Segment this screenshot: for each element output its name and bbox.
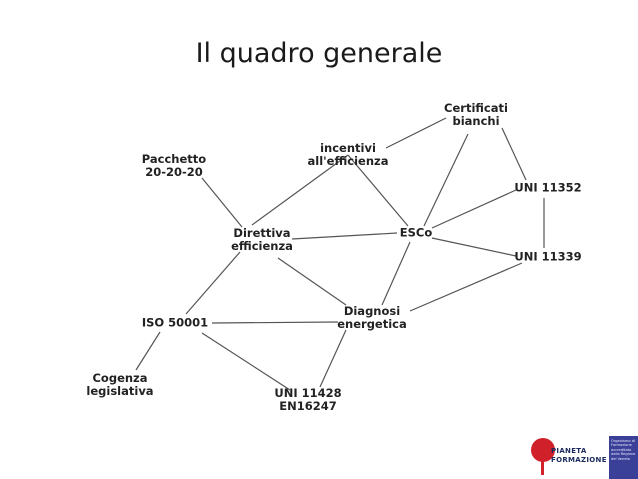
- logo-line2: FORMAZIONE: [551, 456, 607, 464]
- node-iso-50001: ISO 50001: [141, 315, 209, 330]
- logo-stem-icon: [541, 455, 544, 475]
- edge-esco-uni_11339: [431, 237, 517, 257]
- node-label-line: Cogenza: [92, 371, 148, 385]
- node-uni-11339: UNI 11339: [514, 249, 582, 264]
- node-label-line: bianchi: [452, 114, 500, 128]
- node-label-line: efficienza: [231, 239, 293, 253]
- edge-certificati_bianchi-esco: [423, 133, 469, 227]
- edge-direttiva-esco: [291, 232, 398, 240]
- node-label-line: legislativa: [86, 384, 154, 398]
- edge-direttiva-iso_50001: [185, 251, 241, 315]
- edge-iso_50001-cogenza: [135, 331, 161, 371]
- edge-uni_11339-diagnosi: [409, 262, 523, 312]
- logo-accreditation-box: Organismo di Formazione accreditato dall…: [609, 436, 638, 479]
- node-label-line: ISO 50001: [141, 315, 209, 330]
- page-title: Il quadro generale: [195, 38, 443, 69]
- edge-esco-uni_11352: [431, 189, 517, 229]
- logo-box-text: Organismo di Formazione accreditato dall…: [611, 439, 636, 461]
- node-label-line: ESCo: [399, 225, 433, 240]
- node-label-line: Direttiva: [233, 226, 291, 240]
- edge-certificati_bianchi-uni_11352: [501, 127, 527, 181]
- edge-incentivi-direttiva: [251, 154, 349, 226]
- node-uni-11352: UNI 11352: [514, 180, 582, 195]
- node-label-line: all'efficienza: [307, 154, 389, 168]
- edge-esco-diagnosi: [381, 241, 411, 306]
- node-label-line: UNI 11339: [514, 249, 582, 264]
- node-label-line: Diagnosi: [343, 304, 401, 318]
- node-label-line: EN16247: [279, 399, 337, 413]
- edge-pacchetto-direttiva: [201, 177, 243, 228]
- node-label-line: incentivi: [320, 141, 376, 155]
- node-label-line: energetica: [337, 317, 407, 331]
- edge-iso_50001-uni_11428: [201, 332, 291, 391]
- edge-incentivi-esco: [347, 154, 409, 227]
- logo-line1: PIANETA: [551, 447, 587, 455]
- node-label-line: UNI 11352: [514, 180, 582, 195]
- node-esco: ESCo: [399, 225, 433, 240]
- edge-incentivi-certificati_bianchi: [385, 117, 447, 149]
- node-label-line: Pacchetto: [141, 152, 207, 166]
- edge-direttiva-diagnosi: [277, 257, 347, 306]
- edge-diagnosi-uni_11428: [319, 329, 347, 388]
- edge-iso_50001-diagnosi: [211, 321, 339, 324]
- node-label-line: 20-20-20: [145, 165, 203, 179]
- node-label-line: UNI 11428: [274, 386, 342, 400]
- node-label-line: Certificati: [444, 101, 508, 115]
